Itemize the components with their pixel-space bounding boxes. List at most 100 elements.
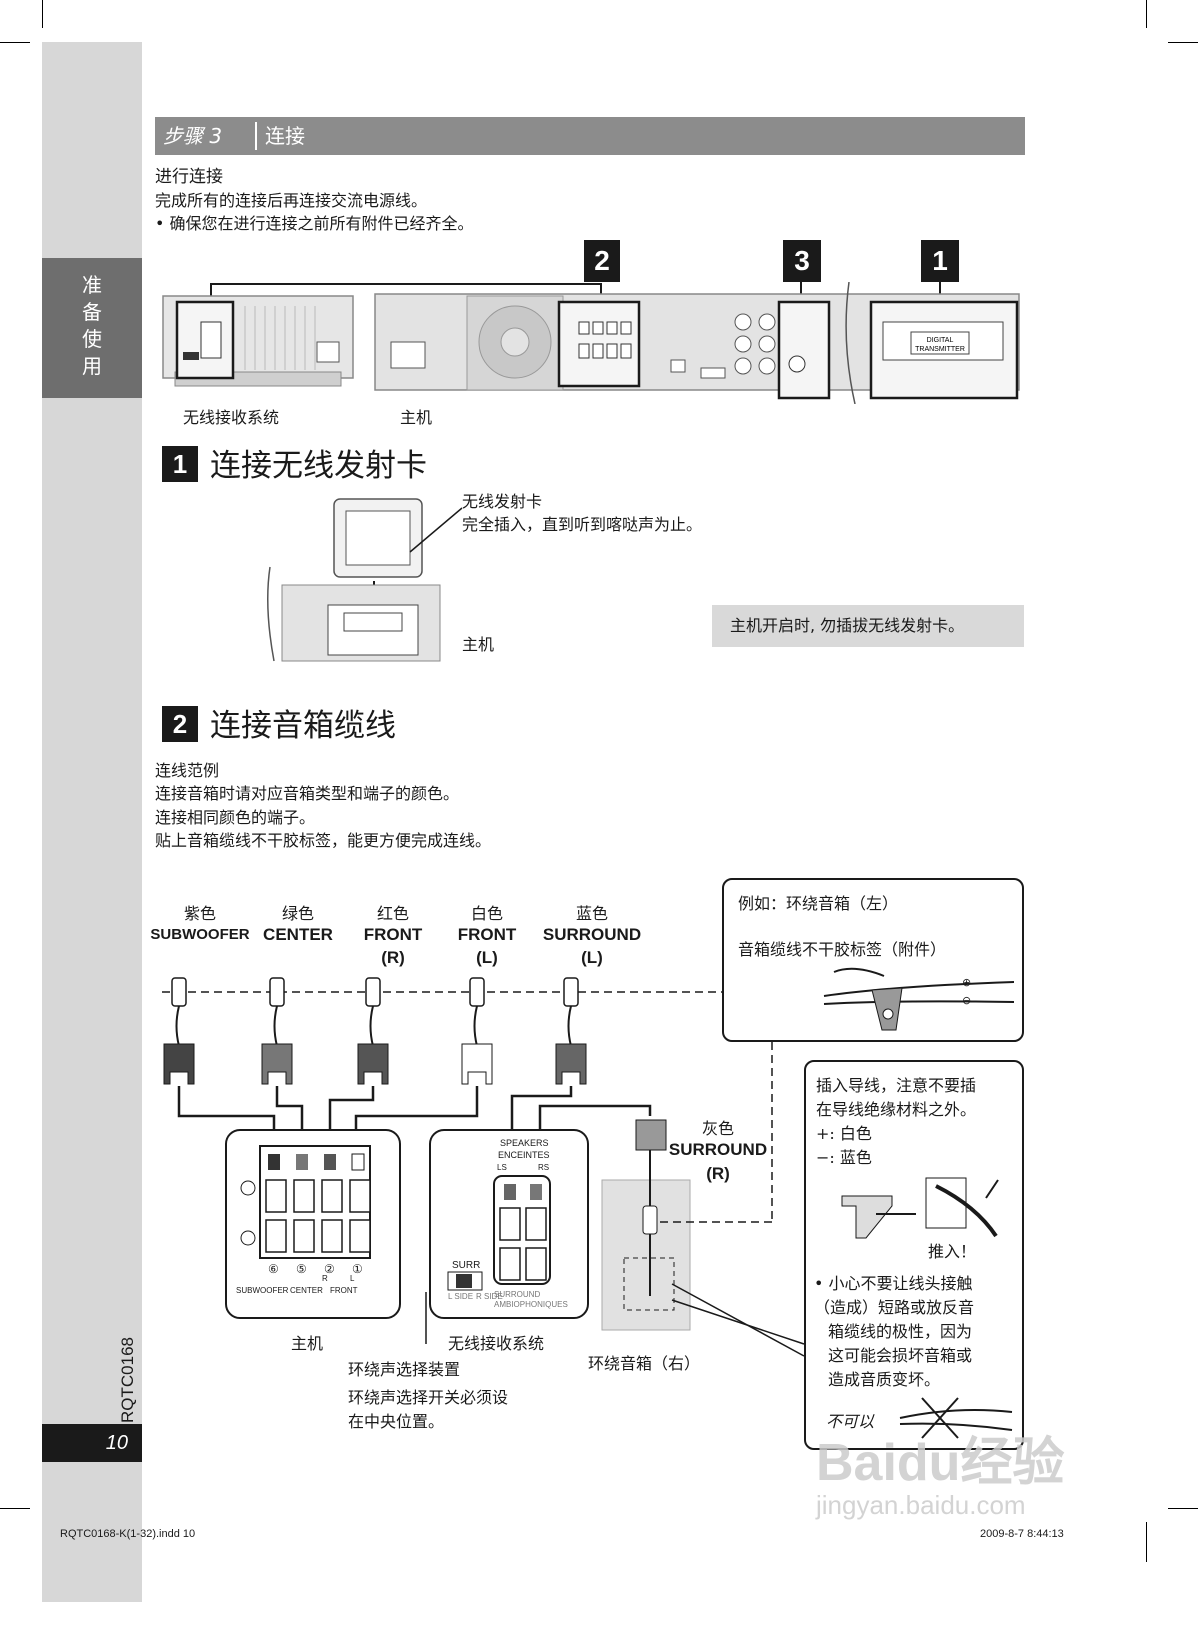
caution-line: 箱缆线的极性，因为 xyxy=(828,1322,973,1341)
example-callout: 例如：环绕音箱（左） 音箱缆线不干胶标签（附件） ⊕ ⊖ xyxy=(722,878,1024,1042)
enceintes-label: ENCEINTES xyxy=(498,1150,550,1160)
step-header: 步骤 3 连接 xyxy=(155,117,1025,155)
card-label: 无线发射卡 xyxy=(462,492,543,511)
terminal-r: R xyxy=(322,1274,328,1283)
section-tab: 准 备 使 用 xyxy=(42,258,142,398)
tab-char: 用 xyxy=(82,354,102,378)
crop-mark xyxy=(1146,0,1147,28)
intro-line: 完成所有的连接后再连接交流电源线。 xyxy=(155,191,428,210)
wireless-system-label: 无线接收系统 xyxy=(183,408,280,427)
section-title-2: 连接音箱缆线 xyxy=(210,708,396,744)
main-unit-caption: 主机 xyxy=(291,1334,324,1353)
selector-note: 环绕声选择开关必须设 xyxy=(348,1388,509,1407)
ls-label: LS xyxy=(497,1163,507,1172)
cable-term: SURROUND xyxy=(542,925,642,944)
cable-term: CENTER xyxy=(263,925,333,944)
terminal-center: CENTER xyxy=(290,1286,323,1295)
main-unit-label: 主机 xyxy=(400,408,433,427)
crop-mark xyxy=(0,42,30,43)
not-allowed-illustration xyxy=(899,1397,1013,1439)
sub-heading: 连线范例 xyxy=(155,761,220,780)
not-allowed: 不可以 xyxy=(826,1412,875,1431)
plus-line: +: 白色 xyxy=(816,1124,872,1143)
footer-date: 2009-8-7 8:44:13 xyxy=(980,1528,1064,1540)
rear-panel-illustration: DIGITAL TRANSMITTER xyxy=(162,282,1020,404)
example-title: 例如：环绕音箱（左） xyxy=(738,894,899,913)
terminal-subwoofer: SUBWOOFER xyxy=(236,1286,289,1295)
label-caption: 音箱缆线不干胶标签（附件） xyxy=(738,940,947,959)
page-title: 连接 xyxy=(265,124,305,148)
callout-number-1: 1 xyxy=(921,240,959,282)
surround-right-term: SURROUND xyxy=(668,1140,768,1159)
push-illustration xyxy=(841,1177,999,1239)
ambio-label: AMBIOPHONIQUES xyxy=(494,1300,568,1309)
surr-label: SURR xyxy=(452,1260,481,1271)
section-title-1: 连接无线发射卡 xyxy=(210,448,427,484)
crop-mark xyxy=(0,1508,30,1509)
cable-side: (L) xyxy=(581,948,603,967)
insert-callout: 插入导线，注意不要插 在导线绝缘材料之外。 +: 白色 −: 蓝色 推入！ • … xyxy=(804,1060,1024,1450)
callout-connector xyxy=(656,1042,773,1223)
selector-leader xyxy=(425,1292,427,1344)
insert-line: 插入导线，注意不要插 xyxy=(816,1076,977,1095)
tab-char: 备 xyxy=(82,300,102,324)
crop-mark xyxy=(1146,1522,1147,1562)
cable-color: 白色 xyxy=(470,904,503,923)
section-number-1: 1 xyxy=(162,446,198,482)
crop-mark xyxy=(42,0,43,28)
cable-color: 绿色 xyxy=(281,904,314,923)
plus-symbol: ⊕ xyxy=(962,976,972,989)
unit-label: 主机 xyxy=(462,635,495,654)
callout-leader xyxy=(409,507,463,553)
step-label: 步骤 3 xyxy=(163,124,223,148)
card-description: 完全插入，直到听到喀哒声为止。 xyxy=(462,515,703,534)
card-insert-illustration xyxy=(267,498,441,662)
cable-side: (L) xyxy=(476,948,498,967)
label-illustration xyxy=(823,967,1014,1031)
surround-label: SURROUND xyxy=(494,1290,541,1299)
speakers-label: SPEAKERS xyxy=(500,1138,549,1148)
terminal-l: L xyxy=(350,1274,355,1283)
cable-term: FRONT xyxy=(457,925,517,944)
crop-mark xyxy=(1168,1508,1198,1509)
card-text: TRANSMITTER xyxy=(915,346,965,353)
tab-char: 使 xyxy=(82,327,102,351)
minus-line: −: 蓝色 xyxy=(816,1148,872,1167)
tab-char: 准 xyxy=(82,273,102,297)
rs-label: RS xyxy=(538,1163,550,1172)
watermark-brand: Baidu经验 xyxy=(816,1434,1065,1492)
cable-side: (R) xyxy=(381,948,405,967)
callout-number-3: 3 xyxy=(783,240,821,282)
wireless-caption: 无线接收系统 xyxy=(448,1334,545,1353)
doc-code: RQTC0168 xyxy=(118,1337,137,1423)
insert-callout-pointer xyxy=(671,1283,805,1357)
l-side: L SIDE xyxy=(448,1292,474,1301)
caution-line: 这可能会损坏音箱或 xyxy=(828,1346,973,1365)
caution-line: 造成音质变坏。 xyxy=(828,1370,941,1389)
caution-line: • 小心不要让线头接触 xyxy=(814,1274,973,1293)
surround-right-color: 灰色 xyxy=(701,1119,734,1138)
r-side: R SIDE xyxy=(476,1292,503,1301)
intro-bullet: • 确保您在进行连接之前所有附件已经齐全。 xyxy=(155,214,474,233)
insert-line: 在导线绝缘材料之外。 xyxy=(816,1100,977,1119)
footer-file: RQTC0168-K(1-32).indd 10 xyxy=(60,1528,196,1540)
wiring-diagram xyxy=(162,977,724,1331)
card-text: DIGITAL xyxy=(927,337,954,344)
cable-term: FRONT xyxy=(363,925,423,944)
crop-mark xyxy=(1168,42,1198,43)
surround-speaker-caption: 环绕音箱（右） xyxy=(588,1354,701,1373)
section2-line: 连接音箱时请对应音箱类型和端子的颜色。 xyxy=(155,784,460,803)
cable-color: 红色 xyxy=(376,904,409,923)
page-number: 10 xyxy=(42,1424,142,1462)
header-divider xyxy=(255,122,257,150)
callout-number-2: 2 xyxy=(584,240,620,282)
section2-line: 连接相同颜色的端子。 xyxy=(155,808,316,827)
cable-term: SUBWOOFER xyxy=(150,926,250,943)
selector-label: 环绕声选择装置 xyxy=(348,1360,461,1379)
intro-heading: 进行连接 xyxy=(155,167,223,187)
cable-color: 蓝色 xyxy=(575,904,608,923)
watermark-url: jingyan.baidu.com xyxy=(816,1490,1026,1520)
caution-line: （造成）短路或放反音 xyxy=(814,1298,975,1317)
surround-right-side: (R) xyxy=(706,1164,730,1183)
selector-note: 在中央位置。 xyxy=(348,1412,445,1431)
